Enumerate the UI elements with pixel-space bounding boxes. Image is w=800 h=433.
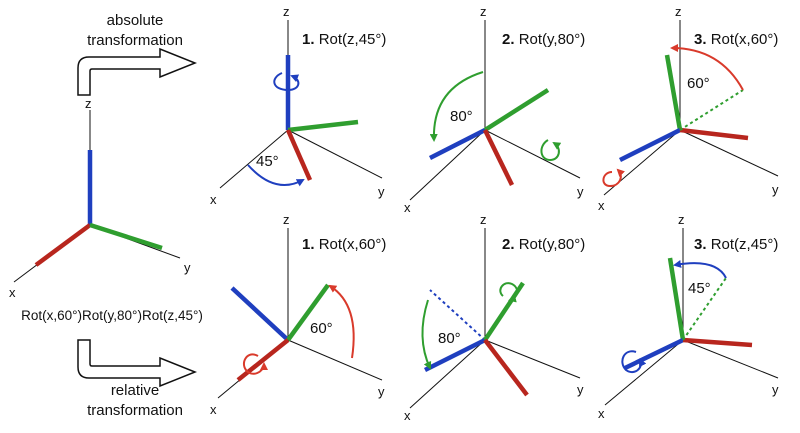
y-axis-line	[679, 129, 779, 177]
x-axis-line	[409, 339, 486, 409]
y-axis-label: y	[577, 184, 584, 199]
z-axis-label: z	[283, 4, 290, 19]
z-axis-label: z	[480, 212, 487, 227]
absolute-step3-panel: z x y 60° 3. Rot(x,60°)	[598, 4, 779, 213]
y-rotation-icon	[499, 282, 518, 303]
y-rotation-icon	[540, 139, 562, 162]
z-axis-label: z	[678, 212, 685, 227]
rotation-angle-arc	[328, 284, 355, 359]
x-axis-label: x	[598, 198, 605, 213]
angle-label: 80°	[438, 330, 461, 347]
x-frame-axis	[285, 129, 313, 181]
angle-label: 60°	[687, 75, 710, 92]
previous-y-dotted	[679, 89, 744, 131]
y-axis-line	[682, 339, 779, 379]
x-axis-label: x	[9, 285, 16, 300]
absolute-arrow	[77, 47, 198, 96]
x-axis-line	[409, 129, 486, 201]
y-axis-label: y	[378, 184, 385, 199]
y-axis-label: y	[184, 260, 191, 275]
relative-caption-line2: transformation	[87, 402, 183, 419]
z-rotation-icon	[621, 350, 647, 374]
z-frame-axis	[423, 337, 487, 373]
relative-caption-line1: relative	[111, 382, 159, 399]
z-frame-axis	[428, 127, 487, 161]
rotation-angle-arc	[670, 44, 744, 91]
z-axis-label: z	[85, 96, 92, 111]
initial-frame: z x y	[9, 96, 191, 300]
z-axis-label: z	[480, 4, 487, 19]
y-frame-axis	[89, 222, 163, 251]
z-axis-label: z	[675, 4, 682, 19]
y-axis-line	[484, 339, 581, 379]
y-axis-label: y	[577, 382, 584, 397]
x-frame-axis	[236, 338, 290, 382]
rotation-angle-arc	[429, 71, 484, 142]
step-title: 1. Rot(z,45°)	[302, 31, 386, 48]
x-rotation-icon	[602, 168, 626, 188]
y-axis-line	[287, 129, 383, 179]
x-axis-label: x	[210, 192, 217, 207]
relative-step3-panel: z x y 45° 3. Rot(z,45°)	[598, 212, 779, 421]
relative-step1-panel: z x y 60° 1. Rot(x,60°)	[210, 212, 386, 417]
y-frame-axis	[664, 54, 683, 131]
step-title: 3. Rot(z,45°)	[694, 236, 778, 253]
x-rotation-icon	[242, 353, 268, 375]
absolute-caption-line1: absolute	[107, 12, 164, 29]
angle-label: 80°	[450, 108, 473, 125]
relative-arrow	[77, 339, 198, 388]
y-frame-axis	[286, 283, 330, 342]
rotation-angle-arc	[247, 164, 305, 187]
x-axis-label: x	[598, 406, 605, 421]
step-title: 2. Rot(y,80°)	[502, 236, 585, 253]
relative-step2-panel: z x y 80° 2. Rot(y,80°)	[404, 212, 585, 423]
z-frame-axis	[230, 286, 290, 342]
z-axis-label: z	[283, 212, 290, 227]
y-axis-label: y	[378, 384, 385, 399]
previous-z-dotted	[429, 289, 486, 341]
x-axis-line	[604, 339, 684, 406]
absolute-step1-panel: z x y 45° 1. Rot(z,45°)	[210, 4, 386, 207]
angle-label: 60°	[310, 320, 333, 337]
x-frame-axis	[483, 338, 529, 397]
x-frame-axis	[679, 127, 749, 141]
y-axis-label: y	[772, 382, 779, 397]
x-axis-line	[219, 129, 289, 189]
x-frame-axis	[682, 337, 753, 348]
previous-y-dotted	[682, 277, 727, 341]
y-frame-axis	[287, 119, 359, 133]
rotation-formula: Rot(x,60°)Rot(y,80°)Rot(z,45°)	[21, 308, 203, 323]
x-axis-label: x	[404, 200, 411, 215]
y-axis-line	[484, 129, 581, 179]
z-frame-axis	[618, 127, 682, 163]
y-frame-axis	[483, 88, 550, 132]
step-title: 2. Rot(y,80°)	[502, 31, 585, 48]
x-frame-axis	[34, 223, 92, 267]
angle-label: 45°	[688, 280, 711, 297]
x-frame-axis	[482, 129, 515, 186]
y-axis-label: y	[772, 182, 779, 197]
absolute-caption-line2: transformation	[87, 32, 183, 49]
step-title: 1. Rot(x,60°)	[302, 236, 386, 253]
rotation-angle-arc	[673, 260, 727, 279]
rotation-angle-arc	[421, 299, 432, 370]
z-frame-axis	[624, 337, 684, 371]
x-axis-label: x	[210, 402, 217, 417]
y-frame-axis	[667, 257, 686, 341]
z-rotation-icon	[273, 72, 300, 92]
y-axis-line	[287, 339, 383, 381]
absolute-step2-panel: z x y 80° 2. Rot(y,80°)	[404, 4, 585, 215]
step-title: 3. Rot(x,60°)	[694, 31, 778, 48]
angle-label: 45°	[256, 153, 279, 170]
x-axis-label: x	[404, 408, 411, 423]
